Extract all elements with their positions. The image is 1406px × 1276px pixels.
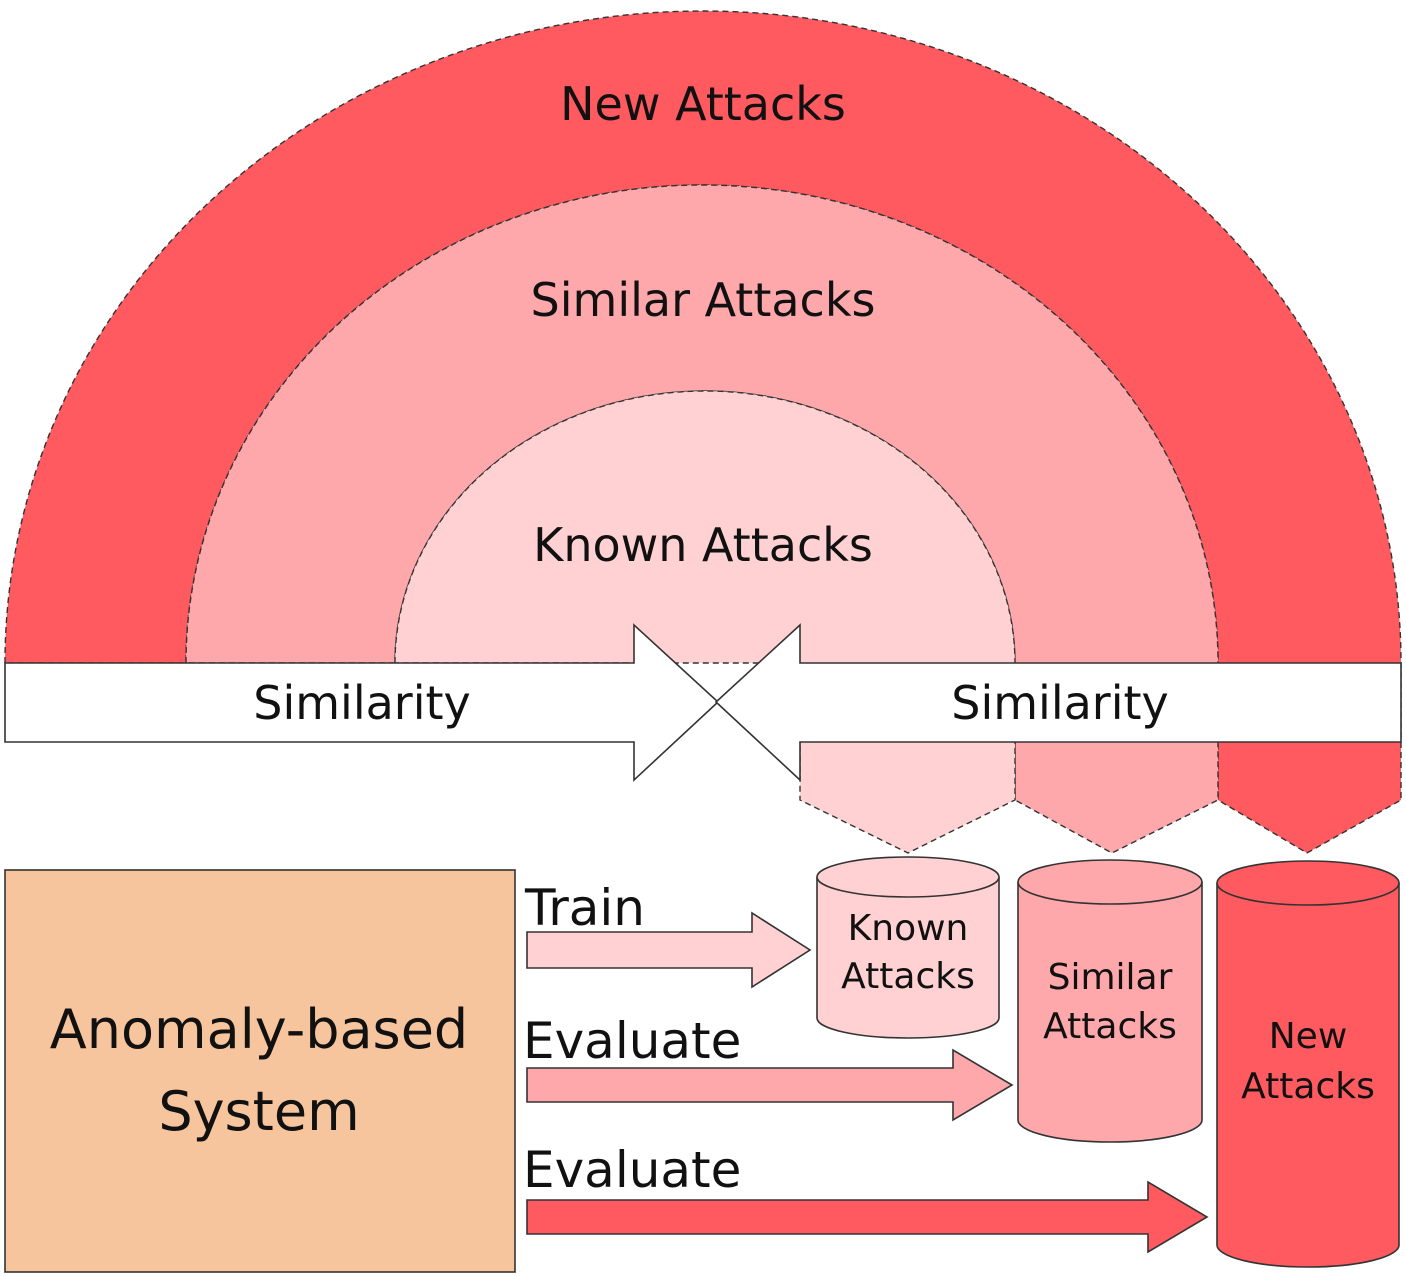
train-arrow: [526, 911, 812, 989]
evaluate-new-label: Evaluate: [523, 1141, 741, 1199]
similar-attacks-arc-label: Similar Attacks: [531, 273, 876, 327]
known-attacks-db-label-line1: Known: [848, 908, 969, 949]
train-label: Train: [524, 879, 645, 937]
similar-attacks-db-label-line2: Attacks: [1043, 1006, 1177, 1047]
similarity-label-right: Similarity: [951, 676, 1169, 730]
new-attacks-arc-label: New Attacks: [560, 77, 846, 131]
new-attacks-db-label-line1: New: [1269, 1016, 1348, 1057]
anomaly-system-box: [4, 869, 516, 1273]
similarity-arrow-left: [4, 623, 720, 782]
evaluate-new-arrow: [526, 1180, 1209, 1254]
anomaly-system-label-line1: Anomaly-based: [50, 998, 468, 1061]
known-attacks-arc-label: Known Attacks: [533, 518, 873, 572]
new-attacks-db-label-line2: Attacks: [1241, 1066, 1375, 1107]
similarity-arrow-right: [714, 623, 1402, 782]
similar-attacks-database: Similar Attacks: [1017, 859, 1203, 1143]
similar-attacks-db-label-line1: Similar: [1048, 957, 1173, 998]
known-attacks-db-label-line2: Attacks: [841, 956, 975, 997]
known-attacks-database: Known Attacks: [816, 856, 1000, 1039]
evaluate-similar-label: Evaluate: [523, 1012, 741, 1070]
new-attacks-database: New Attacks: [1216, 860, 1400, 1268]
anomaly-system-label-line2: System: [158, 1080, 359, 1143]
evaluate-similar-arrow: [526, 1048, 1014, 1122]
similarity-label-left: Similarity: [253, 676, 471, 730]
